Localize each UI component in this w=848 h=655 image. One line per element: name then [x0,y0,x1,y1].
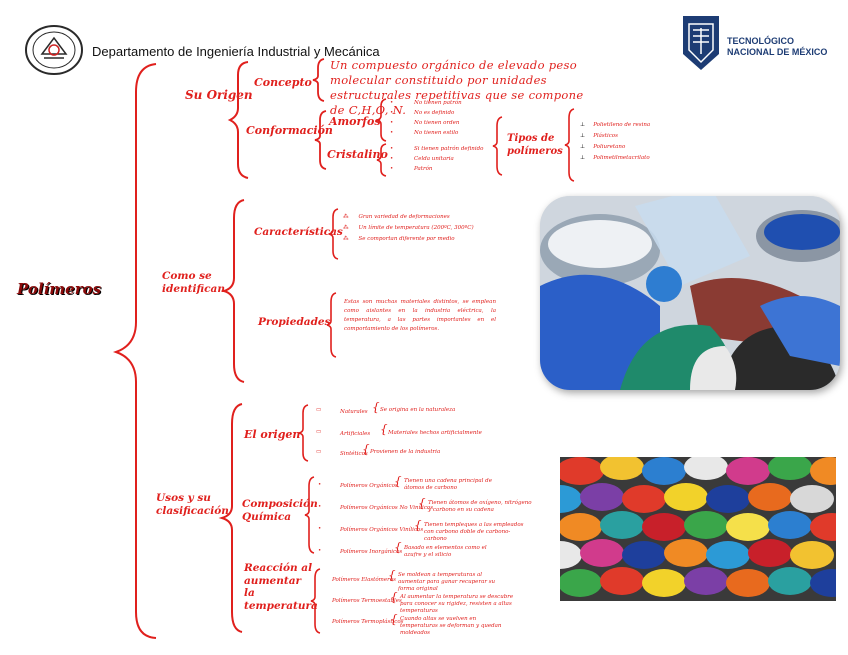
cristalino-brace [376,143,387,177]
caracteristicas-label: Características [254,226,343,238]
list-item: ⊥Poliuretano [580,144,626,150]
composicion-label: Composición Química [242,498,318,523]
tipos-brace-left [492,116,503,176]
amorfos-brace [376,98,387,142]
reaccion-brace [310,568,321,634]
tipos-label: Tipos de polímeros [507,133,563,157]
reaccion-label: Reacción al aumentar la temperatura [244,562,318,612]
cristalino-label: Cristalino [327,148,388,161]
list-item: •Si tienen patrón definido [390,146,484,152]
concepto-brace [312,58,325,102]
department-title: Departamento de Ingeniería Industrial y … [92,44,380,59]
uses-brace [218,403,243,633]
origin-label: Su Origen [185,88,253,102]
conformacion-label: Conformación [246,124,333,137]
tecnm-line-1: TECNOLÓGICO [727,36,794,46]
propiedades-brace [326,292,337,358]
composicion-brace [304,476,315,554]
tecnm-line-2: NACIONAL DE MÉXICO [727,47,828,57]
main-brace [112,63,157,639]
caracteristicas-list: ⁂Gran variedad de deformaciones ⁂Un lími… [343,214,474,243]
identify-label: Como se identifican [162,270,225,295]
uses-label: Usos y su clasificación [156,492,229,517]
concepto-label: Concepto [254,76,312,89]
caracteristicas-brace [328,208,339,260]
conformacion-brace [314,110,327,170]
list-item: •Celda unitaria [390,156,454,162]
origen-label: El origen [244,428,301,441]
list-item: ⊥Plásticos [580,133,618,139]
amorfos-label: Amorfos [329,115,381,128]
list-item: •No es definido [390,110,455,116]
propiedades-text: Estas son muchas materiales distintos, s… [344,299,496,332]
tipos-brace-right [564,108,575,182]
list-item: •No tienen estilo [390,130,459,136]
origin-brace [227,61,249,179]
tecnm-logo: TECNOLÓGICO NACIONAL DE MÉXICO [679,14,829,76]
identify-brace [220,199,245,383]
list-item: ⊥Polietileno de resina [580,122,651,128]
colored-pellets-photo [560,457,836,601]
list-item: ⁂Un límite de temperatura (200ºC, 300ºC) [343,225,474,231]
list-item: •No tienen orden [390,120,460,126]
cristalino-list: •Si tienen patrón definido •Celda unitar… [390,146,484,173]
origen-brace [298,404,309,462]
list-item: •Patrón [390,166,433,172]
institute-logo [24,24,84,76]
plastic-pellets-photo [540,196,840,390]
list-item: ⁂Gran variedad de deformaciones [343,214,450,220]
list-item: ⁂Se comportan diferente por medio [343,236,455,242]
amorfos-list: •No tienen patrón •No es definido •No ti… [390,100,462,137]
list-item: ⊥Polimetilmetacrilato [580,155,650,161]
list-item: •No tienen patrón [390,100,462,106]
concepto-text: Un compuesto orgánico de elevado peso mo… [330,58,584,117]
main-title: Polímeros [17,280,102,298]
tipos-list: ⊥Polietileno de resina ⊥Plásticos ⊥Poliu… [580,122,650,162]
propiedades-label: Propiedades [258,316,331,328]
